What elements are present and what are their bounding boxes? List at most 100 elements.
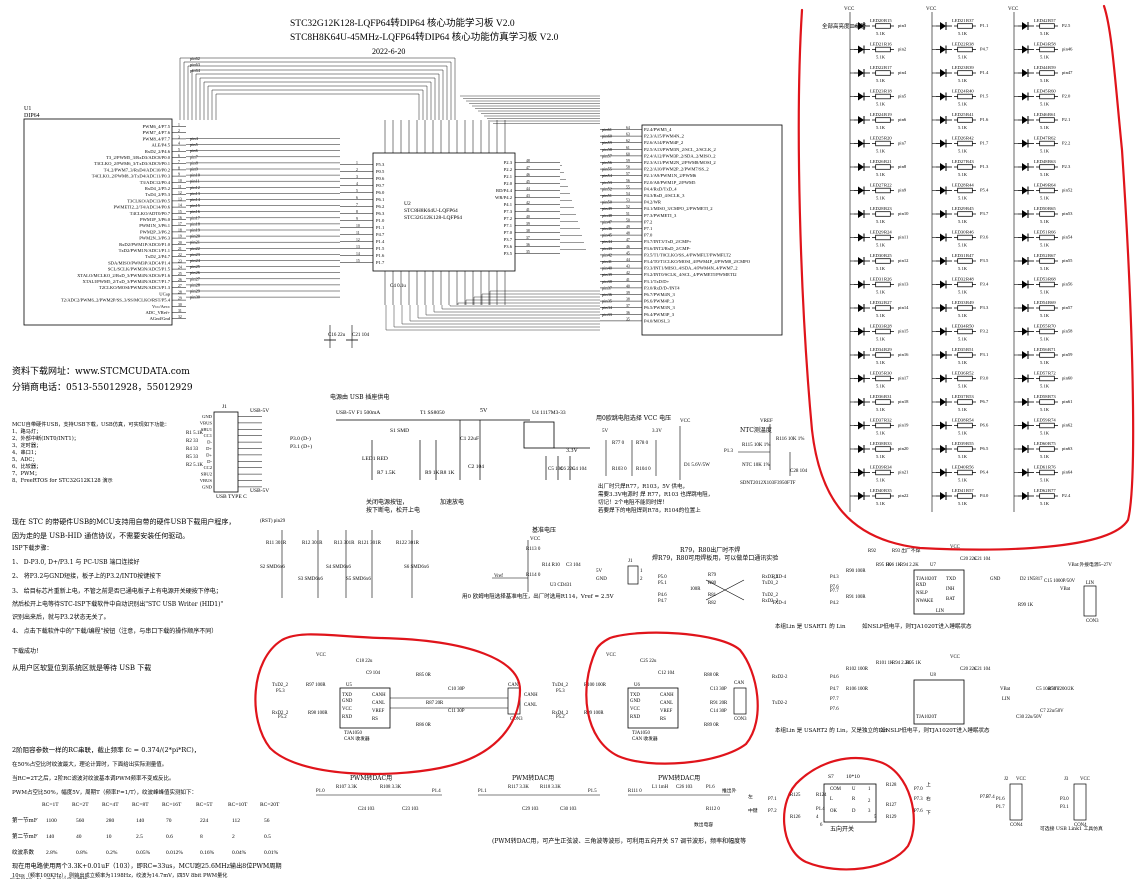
led-res-ref: R76 (1048, 465, 1056, 470)
led-resistor (1036, 93, 1058, 100)
led-net-label: pin18 (898, 399, 909, 404)
can2-label: VCC (606, 653, 616, 658)
uart-cross-label: P4.6 (658, 593, 667, 598)
u2-inner-left-label: P1.5 (376, 246, 385, 251)
pin-net-right-label: pin60 (602, 134, 613, 139)
pin-net-right-label: pin35 (602, 299, 613, 304)
led-res-value: 5.1K (1040, 102, 1050, 107)
power-note3: 加速放电 (440, 498, 464, 506)
u1-left-pin-number: 30 (178, 303, 182, 307)
can2-label: CANH (660, 693, 674, 698)
can1-label: C11 30P (448, 709, 465, 714)
u1-right-pin-label: P7.3/PWMETI_3 (644, 213, 677, 218)
led-res-value: 5.1K (1040, 313, 1050, 318)
vcc-select-label: R104 0 (636, 467, 651, 472)
led-net-label: pin52 (1062, 188, 1073, 193)
pwm-table-cell: 0.6 (166, 834, 173, 840)
led-res-value: 5.1K (1040, 149, 1050, 154)
led-diode (936, 68, 952, 78)
vref-label: U3 CD431 (550, 583, 572, 588)
led-net-label: pin59 (1062, 352, 1073, 357)
usb-note-line: 4、串口1； (12, 449, 39, 456)
led-ref: LED43 (1034, 42, 1048, 47)
u1-right-pin-number: 40 (626, 284, 630, 288)
lin1-label: GND (990, 577, 1001, 582)
lin1-label: R91 100R (846, 595, 866, 600)
led-ref: LED29 (952, 206, 966, 211)
vref-label: Vref (494, 574, 503, 579)
led-net-label: pin55 (1062, 258, 1073, 263)
uart-cross-label: R81 (708, 593, 717, 598)
led-resistor (1036, 211, 1058, 217)
led-res-value: 5.1K (958, 172, 968, 177)
led-res-value: 5.1K (876, 478, 886, 483)
led-ref: LED47 (1034, 136, 1048, 141)
lin1-label: VBat (1060, 587, 1071, 592)
u1-left-pin-label: T3CLKO_2/PWM6_3/TxD3/ADC9/P0.1 (94, 161, 171, 166)
vref-label: R113 0 (526, 547, 541, 552)
dac-label: R117 3.3K (508, 785, 529, 790)
pin-net-right-label: pin57 (602, 153, 613, 158)
dac-label: C23 103 (402, 807, 419, 812)
led-res-value: 5.1K (876, 172, 886, 177)
five-way-label: R127 (886, 803, 897, 808)
usb-net-dminus: P3.0 (D-) (290, 435, 311, 442)
led-net-label: pin63 (1062, 446, 1073, 451)
lin2-label: C21 104 (974, 667, 991, 672)
led-resistor (872, 70, 894, 76)
led-net-label: pin16 (898, 352, 909, 357)
led-diode (854, 327, 870, 336)
led-resistor (1036, 164, 1058, 170)
led-res-value: 5.1K (1040, 125, 1050, 130)
led-resistor (872, 399, 894, 405)
u1-left-pin-number: 10 (178, 179, 182, 183)
led-res-ref: R51 (966, 347, 974, 352)
led-resistor (954, 187, 976, 194)
u1-left-pin-label: ALE/P4.5 (151, 143, 170, 148)
can2-label: TJA1050 (632, 731, 650, 736)
u1-right-pin-number: 57 (626, 172, 630, 176)
led-resistor (954, 23, 976, 29)
led-net-label: pin12 (898, 258, 909, 263)
u1-right-pin-number: 56 (626, 179, 630, 183)
u1-right-pin-label: P3.4/T0/T1CLKO/MOSI_4/PWM4P_4/PWM8_2/CMP… (644, 259, 751, 264)
led-res-value: 5.1K (1040, 78, 1050, 83)
u1-right-pin-number: 39 (626, 291, 630, 295)
u1-left-pin-label: RxD2_2/P4.6 (145, 149, 171, 154)
usb-resistor-label: R4 33 (186, 447, 199, 452)
led-ref: LED40 (870, 488, 884, 493)
u1-right-pin-label: P2.2/A10/PWM2P_2/PWM7/SS_2 (644, 167, 709, 172)
u2-left-pin-number: 9 (356, 217, 358, 221)
led-resistor (954, 446, 976, 452)
led-net-label: pin60 (1062, 376, 1073, 381)
u1-left-pin-label: T4CLKO_2/PWM8_3/TxD4/ADC11/P0.3 (92, 174, 171, 179)
led-res-ref: R65 (1048, 206, 1056, 211)
u2-right-pin-number: 48 (526, 159, 530, 163)
annotation-can2-outline (585, 631, 759, 765)
led-res-ref: R23 (884, 206, 892, 211)
led-ref: LED37 (952, 394, 966, 399)
u1-left-pin-number: 15 (178, 210, 182, 214)
download-url: 资料下载网址：www.STCMCUDATA.com (12, 365, 190, 377)
led-res-value: 5.1K (876, 149, 886, 154)
led-resistor (872, 93, 894, 100)
pin63-label: pin63 (190, 62, 201, 67)
u2-right-pin-number: 43 (526, 194, 530, 198)
pwm-table-header: RC=10T (228, 802, 248, 808)
net-33v: 3.3V (566, 448, 579, 454)
led-resistor (1036, 23, 1058, 29)
led-res-ref: R58 (1048, 42, 1056, 47)
led-ref: LED29 (870, 230, 884, 235)
dac-title3: PWM转DAC用 (658, 774, 700, 782)
lin1-label: VBat:外接电源5~27V (1068, 561, 1112, 568)
led-ref: LED34 (870, 347, 884, 352)
can1-label: CANH (372, 693, 386, 698)
u1-right-pin-label: P3.5/T1/T0CLKO/SS_4/PWMFLT/PWMFLT2 (644, 252, 732, 257)
u2-inner-left-label: P6.0 (376, 190, 385, 195)
u1-right-pin-label: P7.2 (644, 219, 653, 224)
pin-net-right-label: pin40 (602, 266, 613, 271)
can1-label: CAN (508, 683, 519, 688)
isp-note-line: 识别出来后，就与P3.2状态无关了。 (12, 613, 110, 621)
